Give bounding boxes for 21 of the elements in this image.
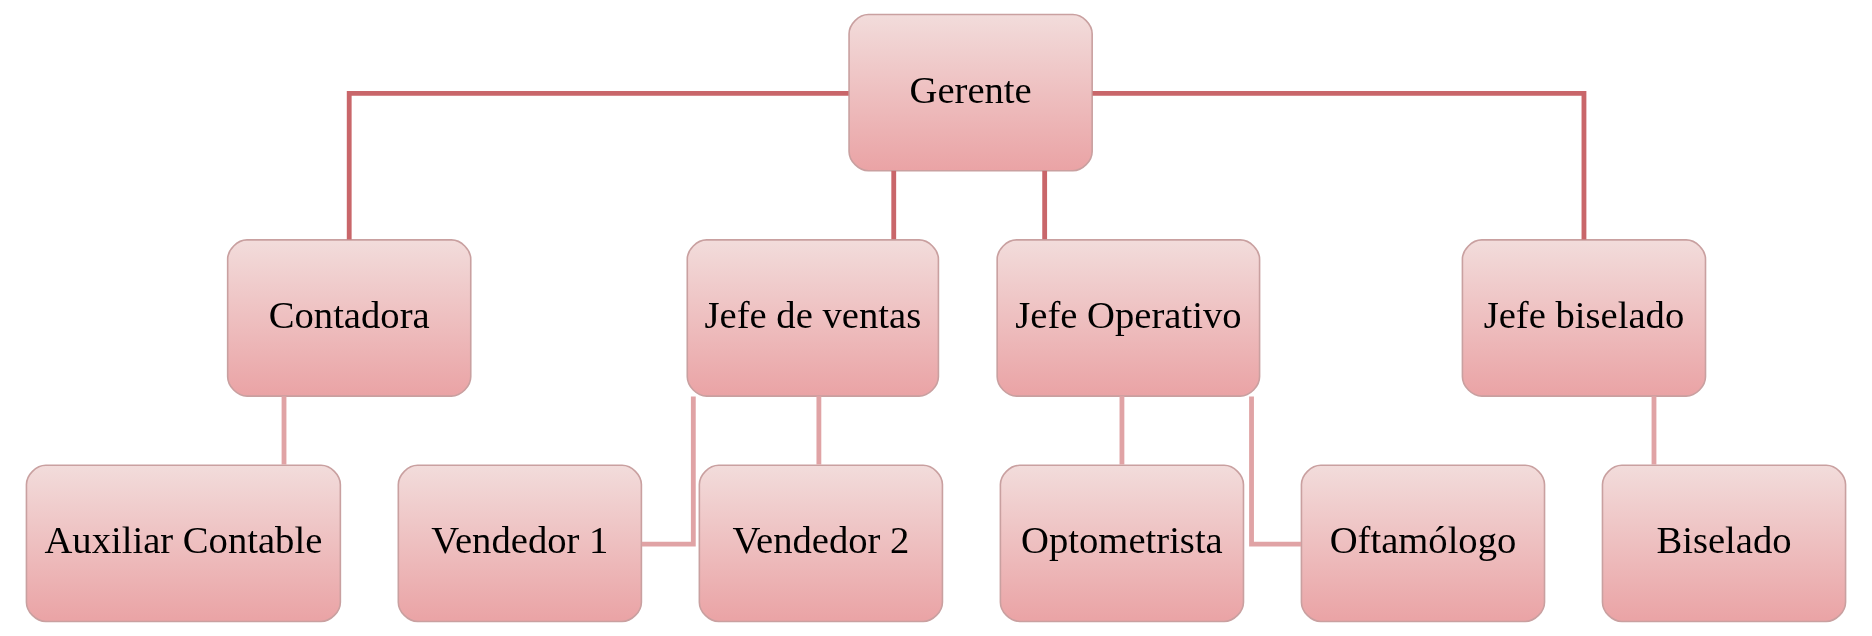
connector xyxy=(1651,396,1657,465)
node-box: Optometrista xyxy=(999,464,1245,623)
connector xyxy=(891,170,897,240)
node-box: Contadora xyxy=(226,239,472,397)
node-box: Oftamólogo xyxy=(1300,464,1546,623)
connector xyxy=(1249,396,1302,547)
node-box: Vendedor 2 xyxy=(698,464,944,623)
connector xyxy=(1119,396,1125,465)
connector xyxy=(1092,91,1587,240)
node-box: Jefe biselado xyxy=(1461,239,1707,397)
node-box: Biselado xyxy=(1601,464,1847,623)
node-box: Jefe Operativo xyxy=(996,239,1261,397)
node-box: Vendedor 1 xyxy=(397,464,643,623)
connector xyxy=(816,396,822,465)
connector xyxy=(281,396,287,465)
connector xyxy=(641,396,696,547)
connector xyxy=(346,91,849,240)
node-box: Auxiliar Contable xyxy=(25,464,342,623)
connector xyxy=(1042,170,1048,240)
node-box: Gerente xyxy=(848,13,1093,172)
node-box: Jefe de ventas xyxy=(686,239,940,397)
